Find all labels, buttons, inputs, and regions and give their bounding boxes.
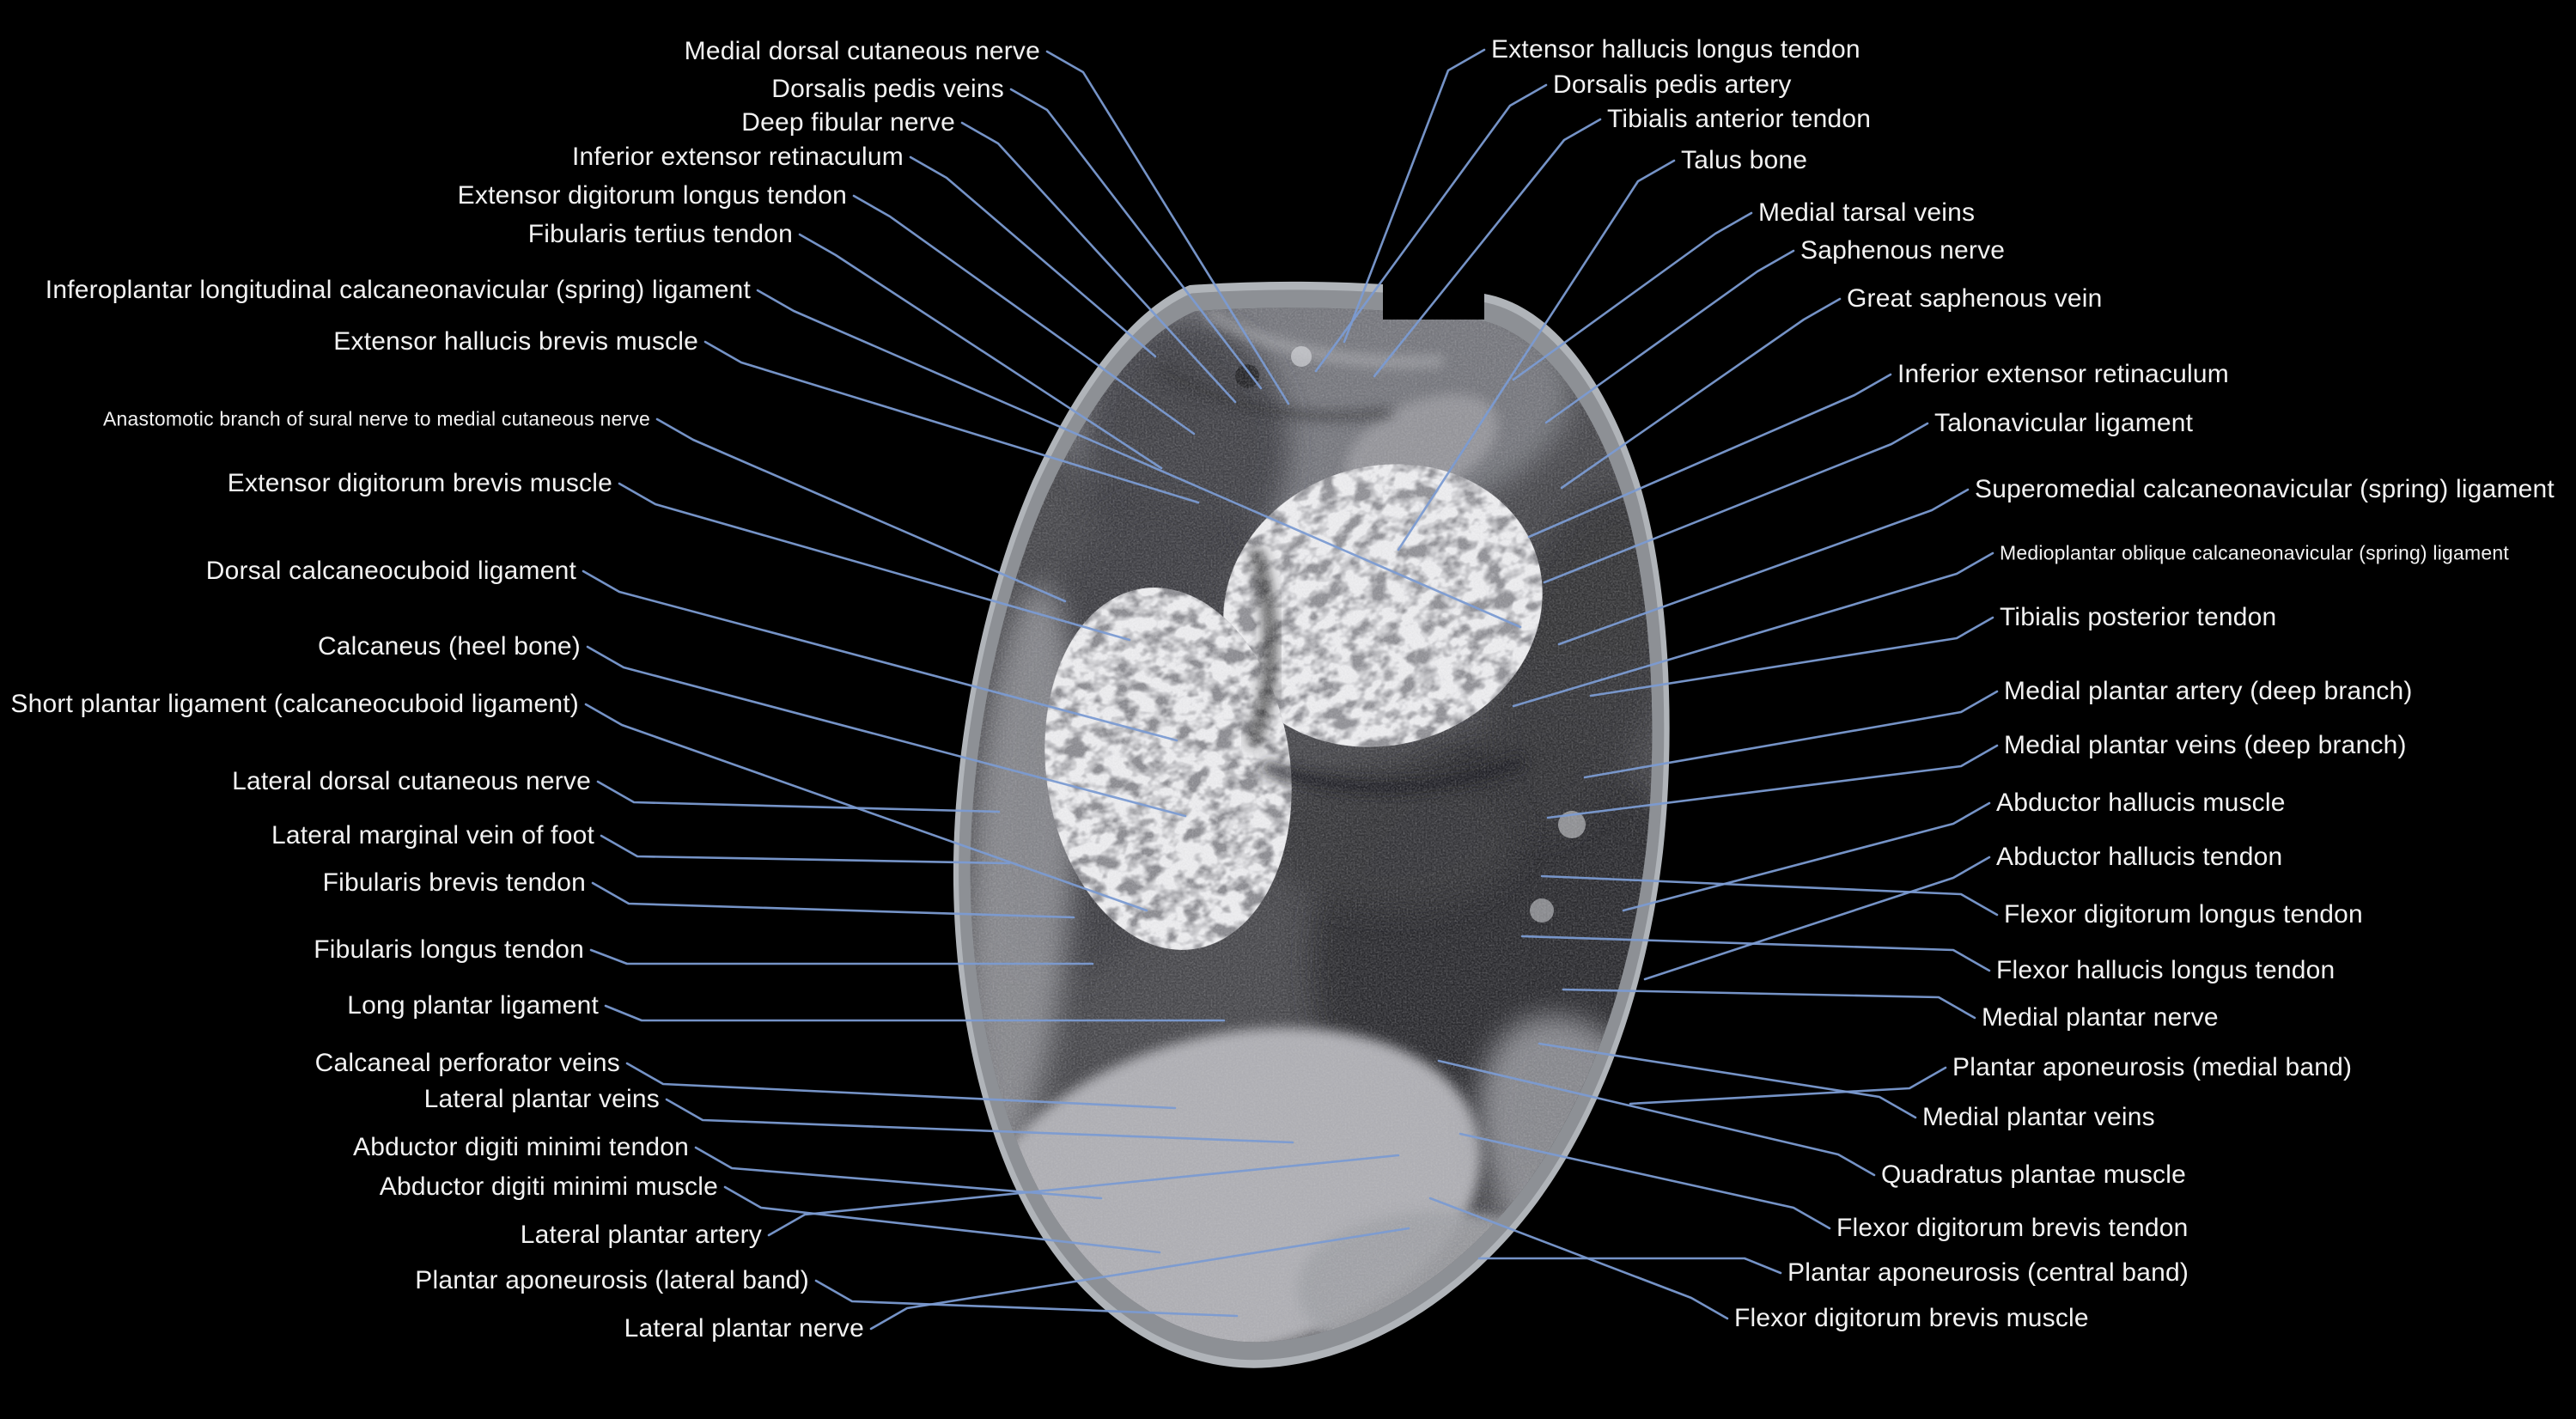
leader-line bbox=[1562, 988, 1976, 1020]
leader-line bbox=[1544, 249, 1795, 424]
leader-line bbox=[723, 1185, 1161, 1254]
leader-line bbox=[1527, 373, 1892, 539]
leader-line bbox=[1538, 1042, 1917, 1119]
leader-line bbox=[584, 703, 1148, 912]
leader-line bbox=[909, 155, 1157, 358]
leader-line bbox=[1583, 690, 1999, 779]
leader-line bbox=[756, 289, 1522, 629]
leader-line bbox=[1009, 88, 1263, 390]
leader-line bbox=[1477, 1257, 1782, 1275]
leader-line bbox=[1560, 297, 1842, 490]
leader-line bbox=[1557, 488, 1970, 646]
leader-line bbox=[1540, 874, 1999, 917]
leader-line bbox=[1045, 50, 1290, 405]
leader-line bbox=[869, 1227, 1410, 1331]
leader-line bbox=[1512, 211, 1753, 381]
leader-line bbox=[596, 780, 1001, 813]
leader-line bbox=[625, 1062, 1177, 1110]
leader-line bbox=[618, 482, 1131, 642]
leader-line bbox=[1437, 1059, 1876, 1177]
leader-line bbox=[591, 881, 1075, 919]
leader-line bbox=[703, 340, 1200, 504]
leader-lines bbox=[582, 48, 1999, 1331]
leader-line bbox=[694, 1146, 1103, 1200]
leader-line bbox=[798, 233, 1163, 470]
leader-line bbox=[665, 1098, 1294, 1144]
leader-line bbox=[1373, 118, 1602, 378]
leader-line bbox=[600, 834, 1011, 865]
leader-line bbox=[1314, 83, 1548, 373]
leader-line bbox=[1622, 801, 1991, 912]
leader-line bbox=[767, 1154, 1400, 1237]
leader-line bbox=[1343, 48, 1486, 344]
leader-line bbox=[1589, 616, 1994, 697]
leader-line bbox=[655, 417, 1067, 603]
leader-line bbox=[960, 121, 1237, 404]
leader-line bbox=[1428, 1197, 1729, 1320]
leader-line bbox=[604, 1004, 1226, 1022]
leader-line bbox=[1520, 935, 1991, 972]
leader-line bbox=[582, 569, 1178, 742]
leader-line bbox=[1643, 856, 1991, 981]
leader-line bbox=[814, 1279, 1239, 1318]
leader-line bbox=[1543, 422, 1929, 584]
leader-line bbox=[1459, 1132, 1831, 1230]
leader-line bbox=[1397, 159, 1676, 551]
leader-line bbox=[589, 948, 1094, 965]
leader-line bbox=[852, 194, 1196, 435]
leader-line bbox=[1512, 551, 1994, 708]
leader-line bbox=[586, 645, 1187, 818]
leader-line bbox=[1546, 744, 1999, 819]
leader-line bbox=[1629, 1066, 1947, 1105]
